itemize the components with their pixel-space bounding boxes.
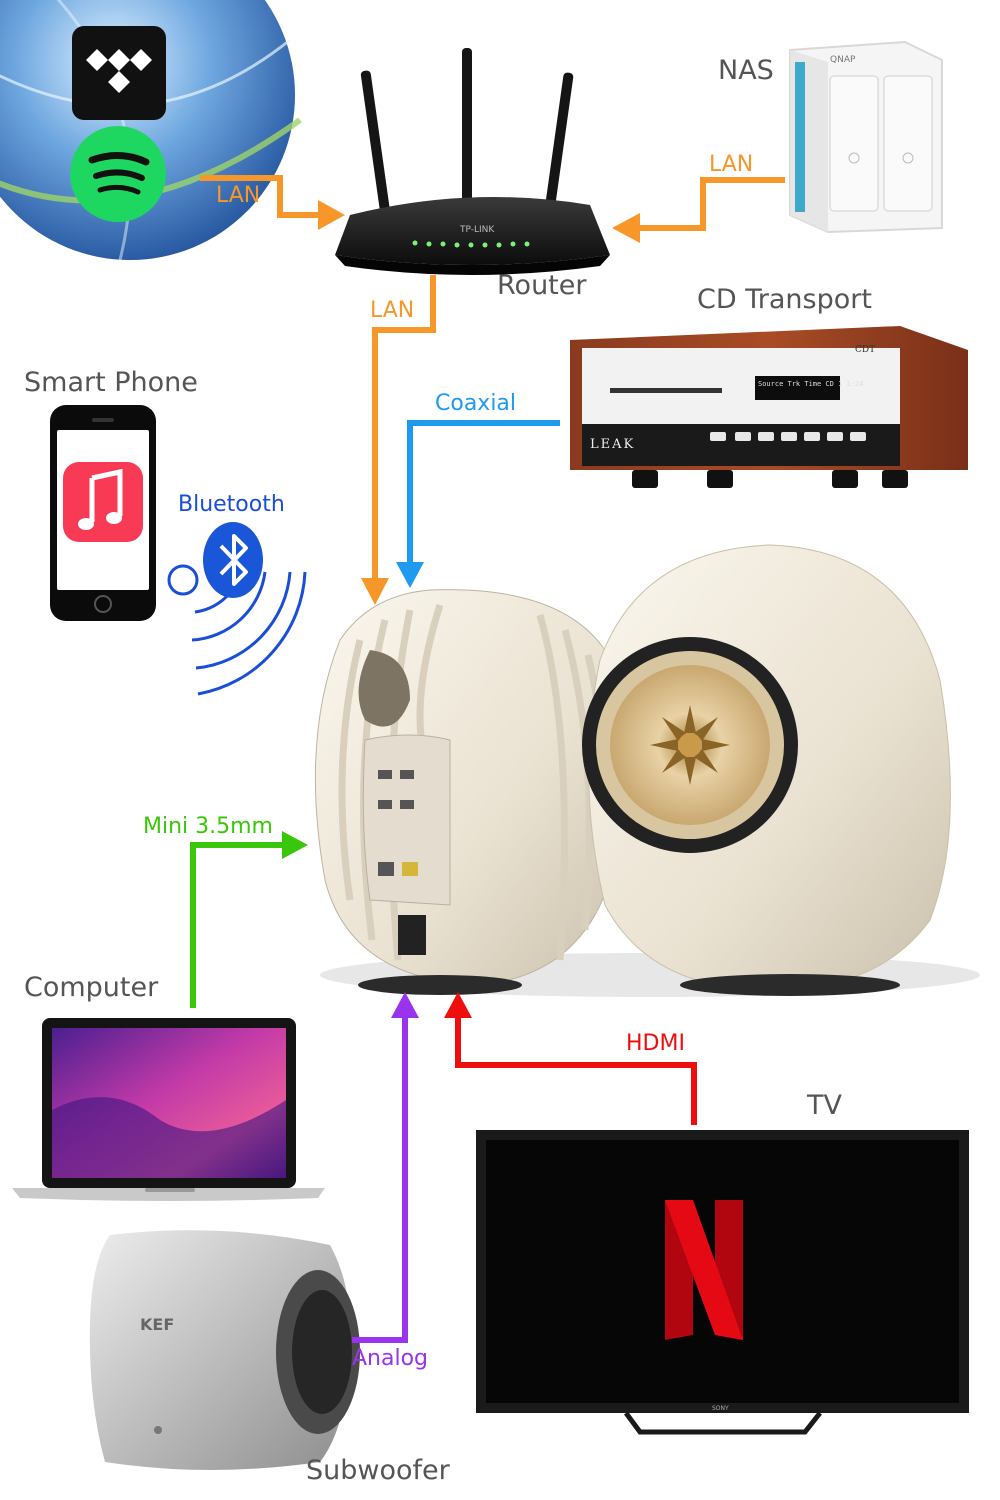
bluetooth-signal	[167, 564, 307, 696]
label-router: Router	[497, 270, 587, 301]
wire-analog	[352, 1018, 408, 1343]
wire-coaxial	[407, 420, 560, 562]
label-bluetooth: Bluetooth	[178, 492, 285, 517]
tv-brand: SONY	[712, 1405, 729, 1412]
tv-device: SONY	[476, 1130, 969, 1435]
wire-lan-streaming-arrowhead	[318, 200, 345, 230]
netflix-icon	[665, 1200, 743, 1340]
main-speakers	[314, 544, 980, 997]
label-lan-streaming: LAN	[216, 183, 261, 208]
label-cd-transport: CD Transport	[697, 284, 872, 315]
cd-badge: CDT	[855, 345, 875, 355]
label-lan-nas: LAN	[709, 152, 754, 177]
label-nas: NAS	[718, 55, 774, 86]
router-device: TP-LINK	[335, 48, 610, 275]
wire-lan-nas-arrowhead	[612, 213, 640, 243]
router-brand: TP-LINK	[459, 225, 495, 235]
bluetooth-icon	[203, 522, 263, 598]
sub-brand: KEF	[140, 1315, 174, 1334]
nas-device: QNAP	[789, 40, 943, 234]
label-analog: Analog	[352, 1346, 429, 1371]
nas-brand: QNAP	[830, 55, 856, 65]
tidal-icon	[72, 26, 166, 120]
connection-lines	[190, 175, 785, 1343]
wire-lan-streaming	[200, 175, 318, 218]
cd-transport-device: Source Trk Time CD 1 1:24 CDT LEAK	[570, 326, 968, 488]
label-subwoofer: Subwoofer	[306, 1455, 450, 1486]
spotify-icon	[70, 126, 166, 222]
label-computer: Computer	[24, 972, 159, 1003]
label-tv: TV	[807, 1090, 842, 1121]
apple-music-icon	[63, 462, 143, 542]
wire-lan-nas	[640, 177, 785, 231]
label-lan-router: LAN	[370, 298, 415, 323]
computer-device	[12, 1018, 325, 1201]
subwoofer-device: KEF	[89, 1230, 360, 1470]
wire-lan-router-arrowhead	[361, 578, 389, 605]
label-smart-phone: Smart Phone	[24, 367, 198, 398]
wire-mini	[190, 842, 282, 1008]
label-mini: Mini 3.5mm	[143, 814, 273, 839]
label-hdmi: HDMI	[626, 1031, 685, 1056]
wire-coaxial-arrowhead	[396, 562, 424, 588]
wire-lan-router	[372, 275, 436, 578]
wire-hdmi-arrowhead	[444, 992, 472, 1018]
cd-display: Source Trk Time CD 1 1:24	[758, 380, 863, 388]
cd-brand: LEAK	[590, 437, 635, 452]
wire-hdmi	[455, 1018, 697, 1125]
wire-mini-arrowhead	[282, 831, 308, 859]
wire-analog-arrowhead	[391, 992, 419, 1018]
label-coaxial: Coaxial	[435, 391, 517, 416]
